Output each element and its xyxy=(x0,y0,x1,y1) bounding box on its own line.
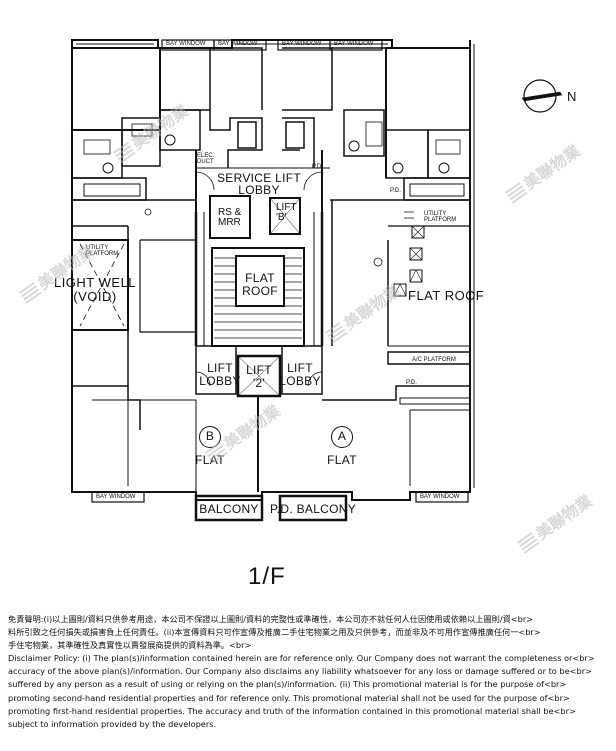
balcony-left-label: BALCONY xyxy=(199,502,259,516)
ac-platform xyxy=(387,351,471,365)
flat-roof-center xyxy=(235,255,285,307)
lift-2-label: LIFT '2' xyxy=(246,363,272,390)
bay-window-bottom-2 xyxy=(415,491,469,503)
lift-lobby-left-label: LIFT LOBBY xyxy=(199,361,241,388)
flat-roof-right-label: FLAT ROOF xyxy=(408,288,485,303)
utility-platform-label-right: UTILITY PLATFORM xyxy=(424,211,457,223)
bay-window-label-1: BAY WINDOW xyxy=(166,41,206,47)
disclaimer-line: Disclaimer Policy: (i) The plan(s)/infor… xyxy=(8,653,595,664)
balcony-left xyxy=(194,494,264,522)
disclaimer-line: promoting second-hand residential proper… xyxy=(8,692,570,703)
service-lift-lobby-label: SERVICE LIFT LOBBY xyxy=(216,171,302,197)
bay-window-label-3: BAY WINDOW xyxy=(282,41,322,47)
disclaimer-line: promoting first-hand residential propert… xyxy=(8,705,576,716)
central-stair xyxy=(211,247,305,347)
floor-plan-drawing xyxy=(71,39,563,522)
pd-label-right-top: P.D. xyxy=(390,188,401,194)
flat-a-letter: A xyxy=(337,429,347,443)
lift-lobby-right xyxy=(281,345,323,395)
rs-mrr-room xyxy=(209,195,251,239)
light-well-void xyxy=(72,239,129,331)
disclaimer-line: 免責聲明:(i)以上圖則/資料只供參考用途，本公司不保證以上圖則/資料的完整性或… xyxy=(8,614,534,624)
utility-platform-label-left: UTILITY PLATFORM xyxy=(86,245,119,257)
lift-lobby-right-label: LIFT LOBBY xyxy=(279,361,321,388)
disclaimer-line: accuracy of the above plan(s)/informatio… xyxy=(8,666,592,677)
compass-north-label: N xyxy=(567,89,577,104)
rs-mrr-label: RS & MRR xyxy=(218,207,242,228)
disclaimer-text: 免責聲明:(i)以上圖則/資料只供參考用途，本公司不保證以上圖則/資料的完整性或… xyxy=(8,613,612,731)
bay-window-label-2: BAY WINDOW xyxy=(218,41,258,47)
lift-b-label: LIFT 'B' xyxy=(276,202,297,223)
flat-a-marker xyxy=(331,426,353,448)
pd-label-right-bottom: P.D. xyxy=(406,380,417,386)
balcony-right xyxy=(278,494,348,522)
bay-window-label-5: BAY WINDOW xyxy=(96,494,136,500)
disclaimer-line: 料所引致之任何損失或損害負上任何責任。(ii)本宣傳資料只可作宣傳及推廣二手住宅… xyxy=(8,627,541,638)
elec-duct-label: ELEC. DUCT xyxy=(197,153,215,165)
flat-roof-center-label: FLAT ROOF xyxy=(242,271,278,298)
bay-window-label-4: BAY WINDOW xyxy=(334,41,374,47)
pd-label-top: P.D. xyxy=(312,164,323,170)
bay-window-label-6: BAY WINDOW xyxy=(420,494,460,500)
flat-a-label: FLAT xyxy=(327,453,357,467)
light-well-label: LIGHT WELL (VOID) xyxy=(53,275,137,304)
bay-window-top-4 xyxy=(329,39,383,51)
core-top xyxy=(209,110,315,168)
balcony-right-label: P.D. BALCONY xyxy=(269,502,357,516)
disclaimer-line: suffered by any person as a result of us… xyxy=(8,679,567,690)
bay-window-bottom-1 xyxy=(91,491,145,503)
compass-icon xyxy=(521,79,563,113)
bay-window-top-2 xyxy=(213,39,267,51)
disclaimer-line: subject to information provided by the d… xyxy=(8,718,217,729)
floor-title: 1/F xyxy=(248,563,286,590)
lift-lobby-left xyxy=(195,345,237,395)
ac-platform-label: A/C PLATFORM xyxy=(412,357,456,363)
disclaimer-line: 手住宅物業，其準確性及真實性以賣發展商提供的資料為準。<br> xyxy=(8,640,252,651)
lift-b-shaft xyxy=(269,197,301,235)
flat-b-letter: B xyxy=(205,429,215,443)
